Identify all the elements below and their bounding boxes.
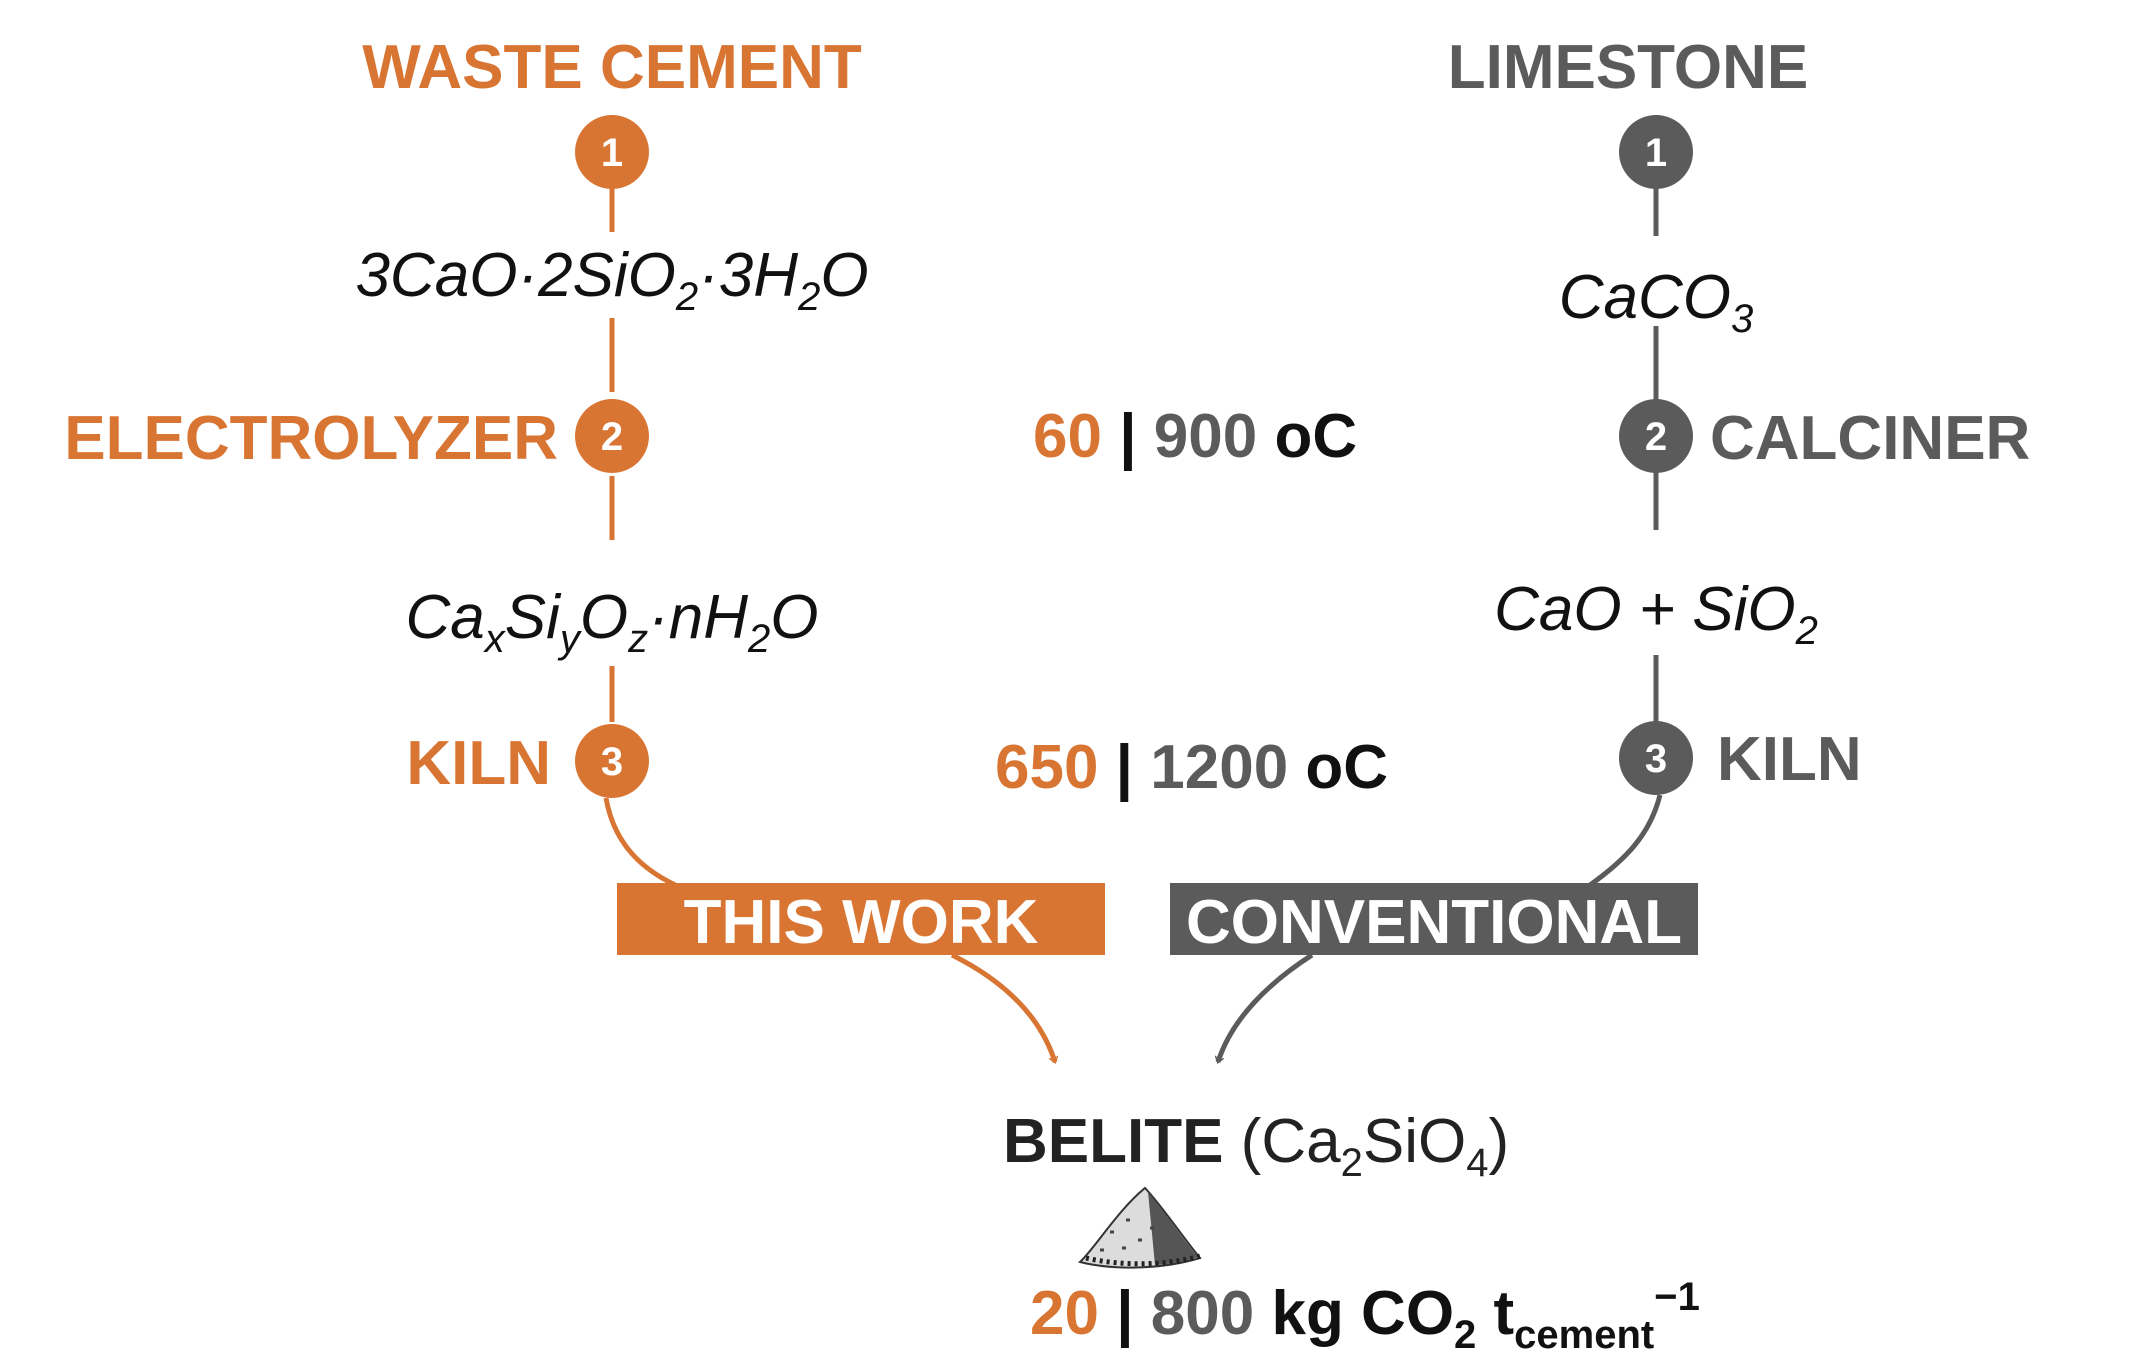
right-step-2-badge: 2 xyxy=(1619,399,1693,473)
svg-text:3: 3 xyxy=(601,740,623,784)
right-step-1-badge: 1 xyxy=(1619,115,1693,189)
this-work-route: WASTE CEMENT 1 3CaO·2SiO2·3H2O ELECTROLY… xyxy=(64,33,1105,1062)
right-kiln-label: KILN xyxy=(1717,725,1862,794)
oxides-formula: CaO + SiO2 xyxy=(1494,575,1818,653)
left-step-1-badge: 1 xyxy=(575,115,649,189)
belite-product: BELITE (Ca2SiO4) xyxy=(1003,1107,1509,1185)
conventional-curve xyxy=(1588,794,1663,888)
svg-text:2: 2 xyxy=(601,415,623,459)
left-step-2-badge: 2 xyxy=(575,399,649,473)
powder-pile-icon xyxy=(1077,1186,1202,1269)
left-kiln-label: KILN xyxy=(406,729,551,798)
emissions-comparison: 20 | 800 kg CO2 tcement−1 xyxy=(1030,1275,1700,1357)
limestone-formula: CaCO3 xyxy=(1559,263,1754,341)
svg-text:1: 1 xyxy=(1645,131,1667,175)
waste-cement-header: WASTE CEMENT xyxy=(362,33,862,102)
conventional-band xyxy=(1170,883,1698,955)
right-step-3-badge: 3 xyxy=(1619,721,1693,795)
calciner-label: CALCINER xyxy=(1710,404,2030,473)
this-work-arrow xyxy=(950,952,1055,1062)
this-work-label: THIS WORK xyxy=(684,888,1039,957)
waste-cement-formula: 3CaO·2SiO2·3H2O xyxy=(355,241,868,319)
conventional-label: CONVENTIONAL xyxy=(1186,888,1682,957)
electrolyzer-label: ELECTROLYZER xyxy=(64,404,558,473)
conventional-arrow xyxy=(1218,952,1314,1062)
svg-text:1: 1 xyxy=(601,131,623,175)
svg-text:2: 2 xyxy=(1645,415,1667,459)
step-3-temperatures: 650 | 1200 oC xyxy=(995,733,1388,803)
this-work-band xyxy=(617,883,1105,955)
limestone-header: LIMESTONE xyxy=(1448,33,1809,102)
left-step-3-badge: 3 xyxy=(575,724,649,798)
step-2-temperatures: 60 | 900 oC xyxy=(1033,402,1357,472)
conventional-route: LIMESTONE 1 CaCO3 2 CALCINER CaO + SiO2 … xyxy=(1170,33,2030,1062)
this-work-curve xyxy=(603,797,701,898)
intermediate-formula: CaxSiyOz·nH2O xyxy=(405,583,818,661)
svg-text:3: 3 xyxy=(1645,737,1667,781)
